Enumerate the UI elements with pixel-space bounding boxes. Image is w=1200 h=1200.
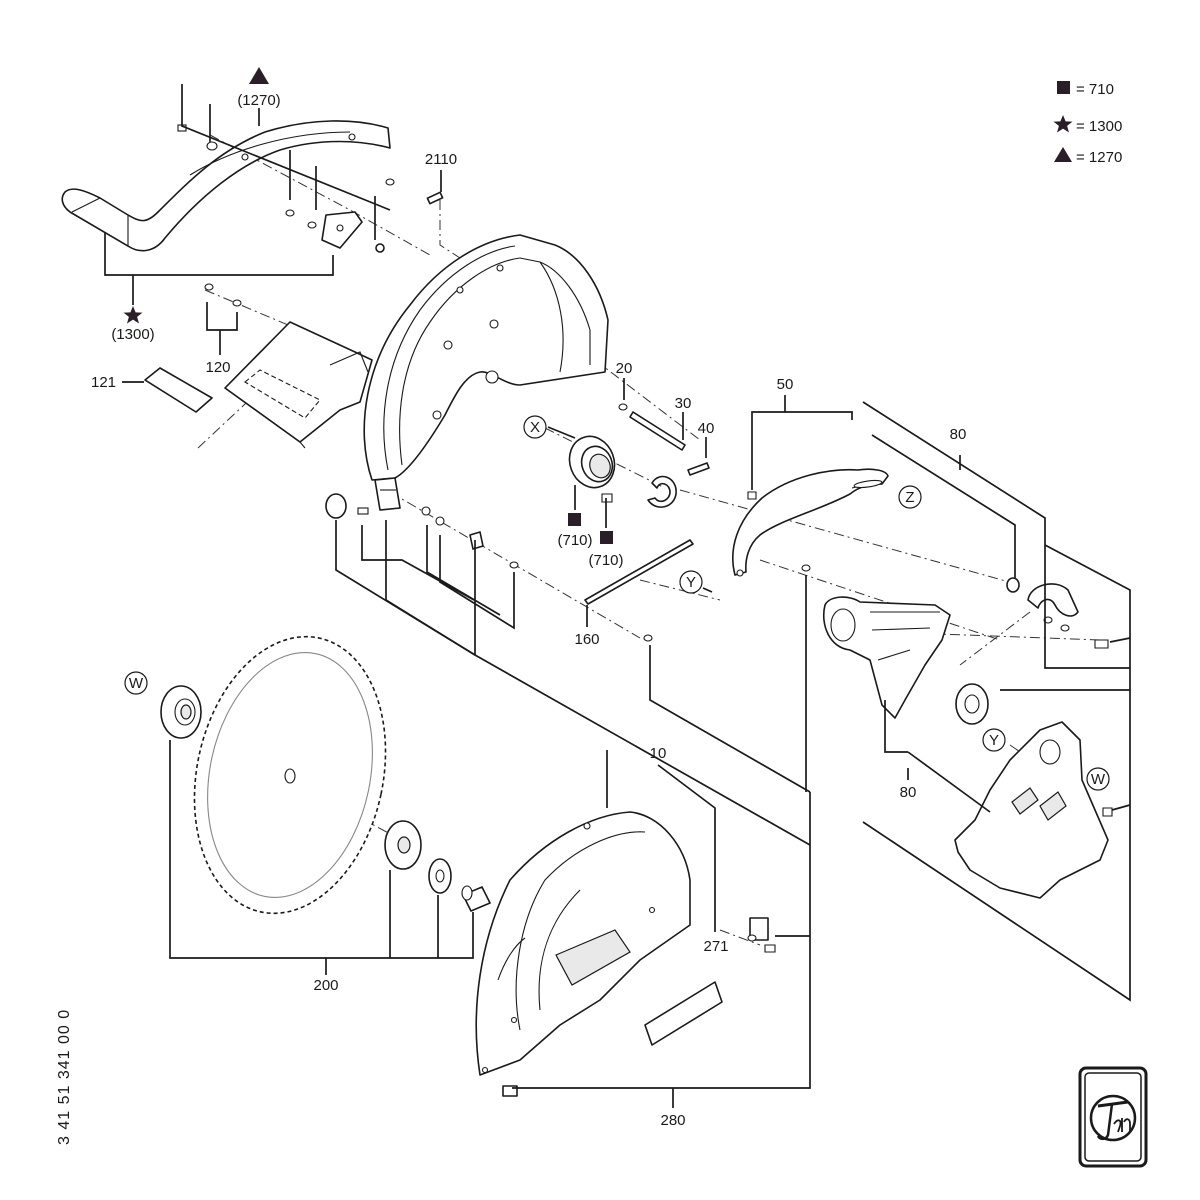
- leader-lines: [104, 84, 1131, 1108]
- callout-280: 280: [660, 1112, 685, 1129]
- callout-50: 50: [777, 376, 794, 393]
- handle-assembly: [61, 120, 444, 253]
- saw-blade: [160, 635, 491, 915]
- fein-logo: [1078, 1066, 1148, 1168]
- lever-clip: [1027, 583, 1079, 617]
- callout-710: (710): [588, 552, 623, 569]
- spindle-parts: [568, 403, 757, 605]
- ref-letter-w: W: [1091, 771, 1106, 788]
- callout-120: 120: [205, 359, 230, 376]
- callout-40: 40: [698, 420, 715, 437]
- callout-121: 121: [91, 374, 116, 391]
- retaining-ring: [647, 475, 677, 508]
- pin-2110: [426, 191, 444, 205]
- legend-triangle-text: = 1270: [1076, 149, 1122, 166]
- callout-30: 30: [675, 395, 692, 412]
- triangle-symbol-icon: [1054, 147, 1072, 162]
- lever-arm-50: [509, 468, 889, 642]
- callout-80: 80: [950, 426, 967, 443]
- callout-1300: (1300): [111, 326, 154, 343]
- ref-letter-y: Y: [989, 732, 999, 749]
- lower-housing-10: [475, 811, 776, 1097]
- callout-200: 200: [313, 977, 338, 994]
- carry-handle: [61, 120, 391, 252]
- triangle-1270-icon: [249, 67, 269, 84]
- housing-small-parts: [325, 493, 484, 550]
- square-710-icon-a: [568, 513, 581, 526]
- lower-guard-parts: [823, 577, 1113, 899]
- handle-screw: [177, 124, 395, 253]
- callout-160: 160: [574, 631, 599, 648]
- legend-square-text: = 710: [1076, 81, 1114, 98]
- guard-housing-outer: [363, 234, 609, 481]
- callout-20: 20: [616, 360, 633, 377]
- shaft-30: [629, 411, 686, 451]
- legend: = 710 = 1300 = 1270: [1053, 81, 1122, 166]
- label-271: [644, 981, 723, 1046]
- callout-271: 271: [703, 938, 728, 955]
- guard-cover: [954, 721, 1109, 899]
- square-symbol-icon: [1057, 81, 1070, 94]
- ref-letter-x: X: [530, 419, 540, 436]
- ref-letter-z: Z: [905, 489, 914, 506]
- callout-2110: 2110: [425, 151, 457, 168]
- document-number: 3 41 51 341 00 0: [56, 1009, 73, 1145]
- label-121: [144, 367, 213, 413]
- callout-1270: (1270): [237, 92, 280, 109]
- star-1300-icon: [123, 306, 143, 324]
- callout-710: (710): [557, 532, 592, 549]
- threaded-rod-160: [584, 539, 694, 605]
- ref-letter-w: W: [129, 675, 144, 692]
- ref-letter-y: Y: [686, 574, 696, 591]
- star-symbol-icon: [1053, 115, 1073, 133]
- lever-arm: [732, 468, 889, 576]
- callout-10: 10: [650, 745, 667, 762]
- plate-assembly: [144, 283, 373, 449]
- callout-80: 80: [900, 784, 917, 801]
- guard-plate: [224, 321, 373, 443]
- square-710-icon-b: [600, 531, 613, 544]
- ref-letters: X Z Y Y W W: [124, 415, 1110, 791]
- part-callouts: (1270) (1300) 2110 121 120 20 30 40 50 8…: [91, 92, 966, 1129]
- upper-blade-guard: [363, 234, 609, 511]
- legend-star-text: = 1300: [1076, 118, 1122, 135]
- spring-pin-40: [687, 462, 710, 476]
